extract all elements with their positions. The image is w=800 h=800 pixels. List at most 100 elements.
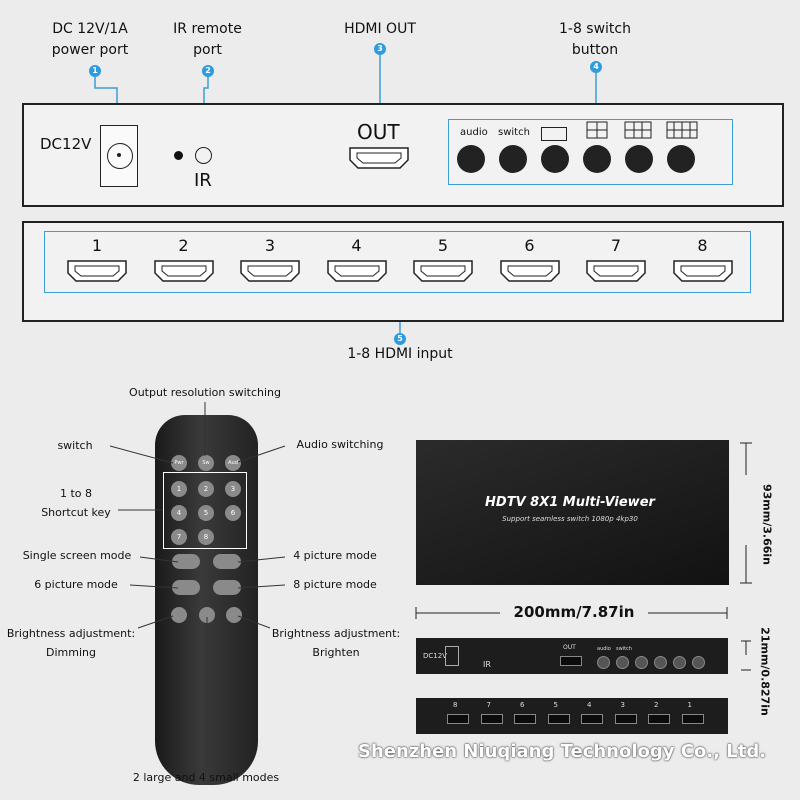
front-hdmi-port (514, 714, 536, 724)
switch-button-box (448, 119, 733, 185)
shortcut-label: 1 to 8 Shortcut key (41, 487, 111, 519)
rear-photo-button (654, 656, 667, 669)
hdmi-input-number: 3 (264, 236, 276, 255)
switch-label: switch (498, 127, 530, 138)
hdmi-input-port (240, 260, 300, 282)
watermark: Shenzhen Niuqiang Technology Co., Ltd. (358, 741, 767, 762)
rear-hdmi-out (560, 656, 582, 666)
hdmi-out-label: HDMI OUT (344, 21, 416, 37)
switch-label: switch (57, 439, 93, 452)
hdmi-input-number: 1 (91, 236, 103, 255)
ir-label: IR (194, 170, 212, 191)
height-dimension: 93mm/3.66in (760, 484, 774, 565)
dimming-key[interactable] (171, 607, 187, 623)
front-hdmi-port (581, 714, 603, 724)
remote-number-key[interactable]: 6 (225, 505, 241, 521)
rear-photo-button (616, 656, 629, 669)
eight-picture-label: 8 picture mode (293, 578, 377, 591)
rear-switch-label: switch (616, 646, 632, 652)
hdmi-out-port (349, 147, 409, 169)
front-hdmi-port (614, 714, 637, 724)
front-port-number: 8 (453, 701, 458, 709)
hdmi-input-port (67, 260, 127, 282)
remote-audio-key[interactable]: Aud (225, 455, 241, 471)
eight-picture-key[interactable] (213, 580, 241, 595)
four-picture-key[interactable] (213, 554, 241, 569)
six-picture-label: 6 picture mode (34, 578, 118, 591)
front-hdmi-port (547, 714, 570, 724)
remote-number-key[interactable]: 3 (225, 481, 241, 497)
hdmi-input-number: 7 (610, 236, 622, 255)
six-picture-key[interactable] (172, 580, 200, 595)
rear-panel: DC12V IR OUT audio switch (22, 103, 784, 207)
four-picture-label: 4 picture mode (293, 549, 377, 562)
remote-number-key[interactable]: 4 (171, 505, 187, 521)
front-port-number: 6 (520, 701, 525, 709)
remote-number-key[interactable]: 2 (198, 481, 214, 497)
eight-mode-icon (666, 121, 698, 139)
hdmi-input-number: 2 (178, 236, 189, 255)
front-hdmi-port (648, 714, 670, 724)
power-port-label: DC 12V/1A power port (51, 21, 129, 58)
remote-power-key[interactable]: Pwr (171, 455, 187, 471)
quad-mode-icon (586, 121, 608, 139)
output-resolution-label: Output resolution switching (129, 386, 281, 399)
switch-button[interactable] (499, 145, 527, 173)
rear-dc-label: DC12V (423, 652, 447, 660)
single-mode-icon (541, 127, 567, 141)
out-label: OUT (357, 120, 400, 144)
rear-audio-label: audio (597, 646, 611, 652)
audio-label: audio (460, 127, 488, 138)
callout-2: 2 (202, 65, 214, 77)
two-large-key[interactable] (199, 607, 215, 623)
remote-number-key[interactable]: 7 (171, 529, 187, 545)
two-large-label: 2 large and 4 small modes (132, 771, 280, 784)
hdmi-input-port (413, 260, 473, 282)
front-port-number: 4 (587, 701, 592, 709)
callout-4: 4 (590, 61, 602, 73)
product-front (416, 440, 729, 585)
rear-ir-label: IR (483, 660, 491, 669)
front-port-number: 3 (620, 701, 625, 709)
front-hdmi-port (480, 714, 503, 724)
dc-port (100, 125, 138, 187)
brighten-label: Brightness adjustment: Brighten (271, 627, 401, 659)
hdmi-input-number: 8 (697, 236, 708, 255)
rear-photo-button (692, 656, 705, 669)
product-title: HDTV 8X1 Multi-Viewer (485, 495, 655, 510)
audio-button[interactable] (457, 145, 485, 173)
remote-number-key[interactable]: 5 (198, 505, 214, 521)
hdmi-input-number: 5 (437, 236, 449, 255)
quad-mode-button[interactable] (583, 145, 611, 173)
switch-button-label: 1-8 switch button (558, 21, 631, 58)
remote-number-key[interactable]: 8 (198, 529, 214, 545)
product-subtitle: Support seamless switch 1080p 4kp30 (502, 515, 638, 523)
eight-mode-button[interactable] (667, 145, 695, 173)
single-mode-button[interactable] (541, 145, 569, 173)
dc-label: DC12V (40, 135, 92, 153)
single-screen-key[interactable] (172, 554, 200, 569)
six-mode-button[interactable] (625, 145, 653, 173)
remote-resolution-key[interactable]: Sw (198, 455, 214, 471)
hdmi-input-port (499, 260, 560, 282)
hdmi-input-port (586, 260, 646, 282)
rear-photo-button (635, 656, 648, 669)
shortcut-frame (163, 472, 247, 549)
rear-photo-button (597, 656, 610, 669)
front-hdmi-port (447, 714, 469, 724)
depth-dimension: 21mm/0.827in (758, 627, 772, 716)
audio-switching-label: Audio switching (296, 438, 384, 451)
ir-port-label: IR remote port (173, 21, 242, 58)
front-port-number: 7 (486, 701, 491, 709)
rear-out-label: OUT (563, 644, 576, 651)
front-port-number: 2 (654, 701, 659, 709)
hdmi-input-port (153, 260, 214, 282)
front-port-number: 5 (553, 701, 558, 709)
hdmi-input-number: 4 (351, 236, 362, 255)
hdmi-input-port (326, 260, 387, 282)
remote-number-key[interactable]: 1 (171, 481, 187, 497)
front-hdmi-port (681, 714, 704, 724)
brighten-key[interactable] (226, 607, 242, 623)
